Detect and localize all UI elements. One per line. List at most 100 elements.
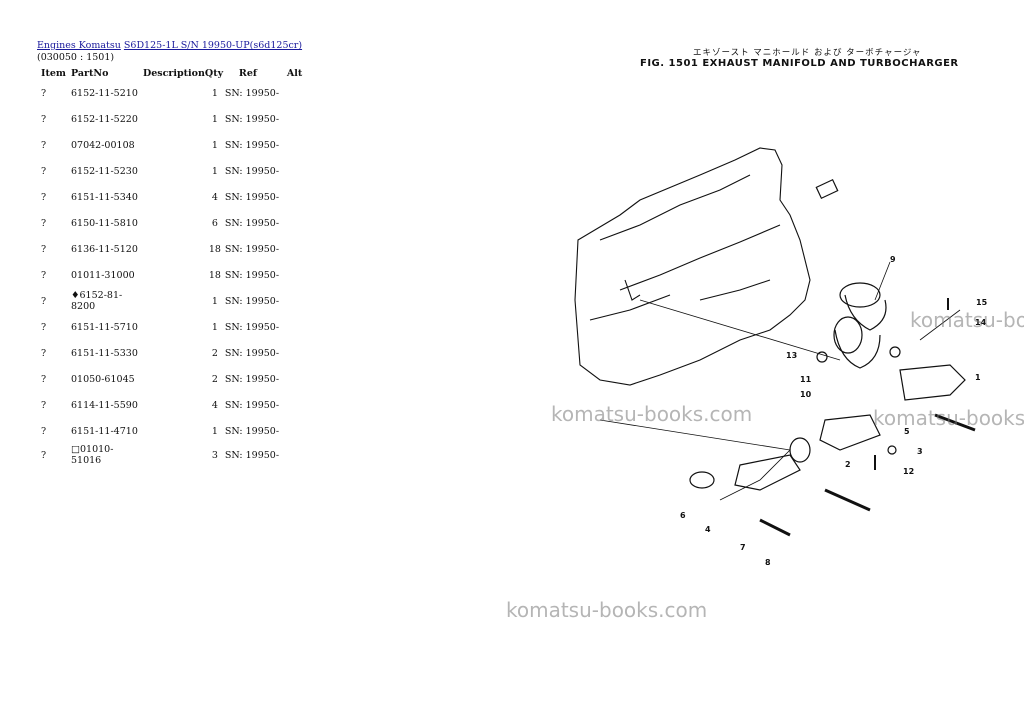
callout-label: 5 (904, 427, 910, 436)
watermark: komatsu-books.com (910, 308, 1024, 332)
ref-cell: SN: 19950- (224, 87, 280, 99)
header-alt: Alt (286, 67, 303, 79)
partno-cell: 01011-31000 (71, 269, 135, 281)
table-row: ? 6151-11-5710 1 SN: 19950- (37, 314, 307, 340)
item-cell: ? (41, 217, 47, 229)
description-cell (143, 80, 205, 106)
partno-cell: 6152-11-5230 (71, 165, 138, 177)
callout-label: 15 (976, 298, 988, 307)
ref-cell: SN: 19950- (224, 113, 280, 125)
callout-label: 9 (890, 255, 896, 264)
callout-label: 13 (786, 351, 797, 360)
description-cell (143, 236, 205, 262)
alt-cell (287, 184, 307, 210)
alt-cell (287, 80, 307, 106)
item-cell: ? (41, 165, 47, 177)
ref-cell: SN: 19950- (224, 165, 280, 177)
ref-cell: SN: 19950- (224, 449, 280, 461)
partno-cell: 07042-00108 (71, 139, 135, 151)
partno-cell: 6114-11-5590 (71, 399, 138, 411)
partno-cell: 6151-11-5340 (71, 191, 138, 203)
turbocharger-drawing (815, 178, 887, 369)
table-row: ? 6152-11-5210 1 SN: 19950- (37, 80, 307, 106)
ref-cell: SN: 19950- (224, 139, 280, 151)
item-cell: ? (41, 347, 47, 359)
description-cell (143, 418, 205, 444)
ref-cell: SN: 19950- (224, 373, 280, 385)
alt-cell (287, 210, 307, 236)
alt-cell (287, 288, 307, 314)
figure-title-japanese: エキゾースト マニホールド および ターボチャージャ (693, 48, 922, 58)
description-cell (143, 366, 205, 392)
qty-cell: 6 (211, 217, 218, 229)
qty-cell: 1 (211, 165, 218, 177)
qty-cell: 2 (211, 347, 218, 359)
ref-cell: SN: 19950- (224, 191, 280, 203)
qty-cell: 2 (211, 373, 218, 385)
description-cell (143, 210, 205, 236)
callout-label: 2 (845, 460, 851, 469)
ref-cell: SN: 19950- (224, 425, 280, 437)
qty-cell: 1 (211, 295, 218, 307)
description-cell (143, 158, 205, 184)
item-cell: ? (41, 113, 47, 125)
item-cell: ? (41, 243, 47, 255)
item-cell: ? (41, 269, 47, 281)
partno-cell: ♦6152-81-8200 (71, 290, 123, 312)
item-cell: ? (41, 139, 47, 151)
table-header-row: Item PartNo Description Qty Ref Alt (37, 66, 307, 80)
qty-cell: 3 (211, 449, 218, 461)
description-cell (143, 106, 205, 132)
watermark: komatsu-books.com (506, 598, 708, 622)
partno-cell: 6151-11-5330 (71, 347, 138, 359)
item-cell: ? (41, 399, 47, 411)
ref-cell: SN: 19950- (224, 243, 280, 255)
leader-lines (599, 261, 961, 501)
alt-cell (287, 444, 307, 466)
callout-label: 6 (680, 511, 686, 520)
ref-cell: SN: 19950- (224, 217, 280, 229)
item-cell: ? (41, 321, 47, 333)
qty-cell: 18 (208, 269, 221, 281)
partno-cell: 6152-11-5210 (71, 87, 138, 99)
item-cell: ? (41, 191, 47, 203)
breadcrumb-model-link[interactable]: S6D125-1L S/N 19950-UP(s6d125cr) (123, 40, 303, 51)
description-cell (143, 184, 205, 210)
description-cell (143, 262, 205, 288)
description-cell (143, 288, 205, 314)
qty-cell: 4 (211, 399, 218, 411)
partno-cell: 6136-11-5120 (71, 243, 138, 255)
alt-cell (287, 132, 307, 158)
partno-cell: 6151-11-5710 (71, 321, 138, 333)
breadcrumb: Engines Komatsu S6D125-1L S/N 19950-UP(s… (37, 40, 302, 52)
breadcrumb-engines-link[interactable]: Engines Komatsu (37, 40, 121, 51)
item-cell: ? (41, 87, 47, 99)
watermark: komatsu-books.com (873, 406, 1024, 430)
alt-cell (287, 106, 307, 132)
manifold-parts-drawing (689, 298, 976, 537)
header-qty: Qty (204, 67, 224, 79)
item-cell: ? (41, 449, 47, 461)
engine-block-outline (574, 147, 811, 386)
callout-label: 1 (975, 373, 981, 382)
alt-cell (287, 366, 307, 392)
callout-label: 4 (705, 525, 711, 534)
ref-cell: SN: 19950- (224, 295, 280, 307)
ref-cell: SN: 19950- (224, 321, 280, 333)
qty-cell: 1 (211, 321, 218, 333)
catalog-reference: (030050 : 1501) (37, 52, 115, 63)
alt-cell (287, 236, 307, 262)
qty-cell: 1 (211, 87, 218, 99)
description-cell (143, 444, 205, 466)
alt-cell (287, 158, 307, 184)
alt-cell (287, 314, 307, 340)
